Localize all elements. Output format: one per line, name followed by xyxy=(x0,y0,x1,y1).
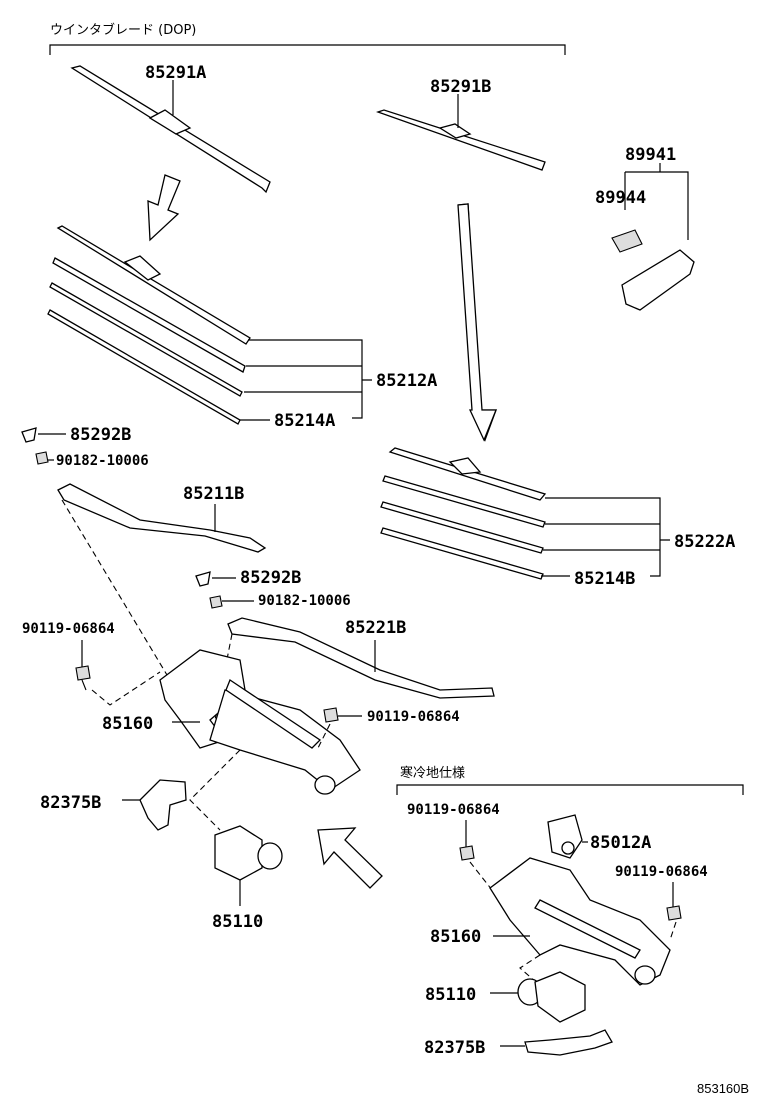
assembly-line xyxy=(61,499,171,681)
bracket xyxy=(139,779,187,831)
assembly-line xyxy=(189,749,241,831)
wiper-arm-front xyxy=(57,483,267,553)
part-label-85110[interactable]: 85110 xyxy=(425,985,476,1005)
assembly-line xyxy=(317,723,331,749)
part-label-85160[interactable]: 85160 xyxy=(102,714,153,734)
leader xyxy=(624,163,689,240)
blade-assembly-front xyxy=(47,225,251,425)
part-label-85291A[interactable]: 85291A xyxy=(145,63,206,83)
leader xyxy=(543,497,670,577)
part-label-82375B[interactable]: 82375B xyxy=(40,793,101,813)
assembly-line xyxy=(469,861,493,891)
blade-assembly-rear xyxy=(380,447,547,580)
winter-blade-caption: ウインタブレード (DOP) xyxy=(50,22,196,38)
cleaner-bottle xyxy=(621,249,695,311)
part-label-90119-06864[interactable]: 90119-06864 xyxy=(367,709,460,725)
part-label-85214A[interactable]: 85214A xyxy=(274,411,335,431)
part-label-89944[interactable]: 89944 xyxy=(595,188,646,208)
bolt xyxy=(75,665,91,691)
bolt xyxy=(323,707,339,723)
part-label-85110[interactable]: 85110 xyxy=(212,912,263,932)
wiper-arm-rear xyxy=(227,617,495,699)
part-label-85211B[interactable]: 85211B xyxy=(183,484,244,504)
bolt xyxy=(459,845,475,861)
nut xyxy=(209,595,223,609)
part-label-85012A[interactable]: 85012A xyxy=(590,833,651,853)
winter-blade-bracket xyxy=(49,44,566,55)
assembly-line xyxy=(91,671,161,706)
part-label-82375B[interactable]: 82375B xyxy=(424,1038,485,1058)
nut xyxy=(35,451,49,465)
part-label-85160[interactable]: 85160 xyxy=(430,927,481,947)
assembly-arrow xyxy=(147,174,181,242)
diagram-code: 853160B xyxy=(697,1081,749,1096)
cold-region-caption: 寒冷地仕様 xyxy=(400,765,465,781)
part-label-85212A[interactable]: 85212A xyxy=(376,371,437,391)
part-label-90119-06864[interactable]: 90119-06864 xyxy=(22,621,115,637)
arm-cap xyxy=(21,427,37,443)
leader xyxy=(244,339,372,419)
arm-cap xyxy=(195,571,211,587)
part-label-90182-10006[interactable]: 90182-10006 xyxy=(258,593,351,609)
wiper-blade-front xyxy=(70,65,271,194)
assembly-arrow xyxy=(317,827,383,889)
bracket xyxy=(524,1029,613,1056)
wiper-linkage-rear xyxy=(489,857,671,986)
assembly-line xyxy=(519,954,546,991)
part-label-89941[interactable]: 89941 xyxy=(625,145,676,165)
part-label-85291B[interactable]: 85291B xyxy=(430,77,491,97)
part-label-85292B[interactable]: 85292B xyxy=(70,425,131,445)
wiper-motor-front xyxy=(214,825,283,881)
part-label-85222A[interactable]: 85222A xyxy=(674,532,735,552)
part-label-85221B[interactable]: 85221B xyxy=(345,618,406,638)
part-label-90119-06864[interactable]: 90119-06864 xyxy=(615,864,708,880)
part-label-90182-10006[interactable]: 90182-10006 xyxy=(56,453,149,469)
part-label-85292B[interactable]: 85292B xyxy=(240,568,301,588)
wiper-motor-rear xyxy=(517,971,586,1023)
cold-region-bracket xyxy=(396,784,744,795)
part-label-90119-06864[interactable]: 90119-06864 xyxy=(407,802,500,818)
wiper-linkage-front xyxy=(159,649,361,795)
part-label-85214B[interactable]: 85214B xyxy=(574,569,635,589)
bolt xyxy=(666,905,682,921)
label-sticker xyxy=(611,229,643,253)
assembly-line xyxy=(669,921,677,941)
wiper-blade-rear xyxy=(375,109,546,171)
assembly-arrow xyxy=(457,203,497,442)
